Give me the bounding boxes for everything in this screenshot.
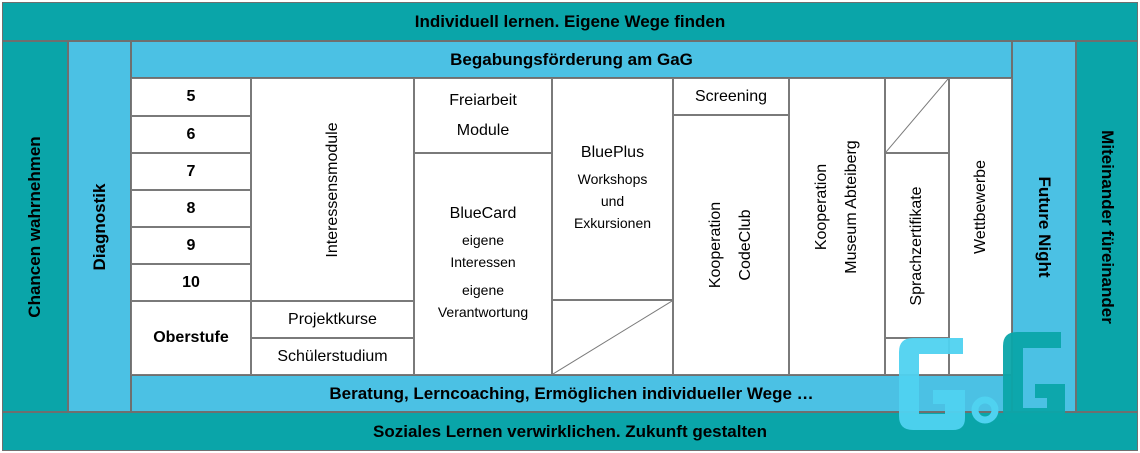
- bluecard-cell: BlueCard eigene Interessen eigene Verant…: [414, 153, 552, 375]
- left-outer-column: Chancen wahrnehmen: [2, 41, 68, 412]
- grade-cell: 6: [131, 116, 251, 153]
- projektkurse-cell: Projektkurse: [251, 301, 414, 338]
- wettbewerbe-cell: Wettbewerbe: [949, 78, 1012, 375]
- sprach-empty-cell: [885, 78, 949, 153]
- top-band: Begabungsförderung am GaG: [131, 41, 1012, 78]
- left-inner-column: Diagnostik: [68, 41, 131, 412]
- bottom-band-label: Beratung, Lerncoaching, Ermöglichen indi…: [329, 383, 814, 403]
- interessensmodule-label: Interessensmodule: [323, 121, 341, 258]
- grade-cell: 7: [131, 153, 251, 190]
- left-inner-label: Diagnostik: [89, 183, 109, 270]
- header-title: Individuell lernen. Eigene Wege finden: [414, 11, 726, 31]
- blueplus-title: BluePlus: [580, 144, 645, 161]
- left-outer-label: Chancen wahrnehmen: [25, 135, 44, 318]
- grade-cell: 8: [131, 190, 251, 227]
- bluecard-title: BlueCard: [449, 205, 517, 222]
- sprachzertifikate-cell: Sprachzertifikate: [885, 153, 949, 338]
- bottom-band: Beratung, Lerncoaching, Ermöglichen indi…: [131, 375, 1012, 412]
- codeclub-cell: Kooperation CodeClub: [673, 115, 789, 375]
- right-outer-label: Miteinander füreinander: [1098, 129, 1117, 324]
- museum-cell: Kooperation Museum Abteiberg: [789, 78, 885, 375]
- blueplus-cell: BluePlus Workshops und Exkursionen: [552, 78, 673, 300]
- right-outer-column: Miteinander füreinander: [1076, 41, 1138, 412]
- grade-cell: 9: [131, 227, 251, 264]
- gag-logo: [893, 330, 1068, 438]
- oberstufe-cell: Oberstufe: [131, 301, 251, 375]
- freiarbeit-cell: Freiarbeit Module: [414, 78, 552, 153]
- grade-cell: 5: [131, 78, 251, 116]
- top-band-label: Begabungsförderung am GaG: [450, 49, 693, 69]
- blueplus-empty-cell: [552, 300, 673, 375]
- diagonal-line: [553, 301, 672, 374]
- header-band: Individuell lernen. Eigene Wege finden: [2, 2, 1138, 41]
- right-inner-label: Future Night: [1035, 175, 1054, 278]
- grade-cell: 10: [131, 264, 251, 301]
- gag-logo-icon: [899, 332, 1065, 430]
- schuelerstudium-cell: Schülerstudium: [251, 338, 414, 375]
- footer-title: Soziales Lernen verwirklichen. Zukunft g…: [373, 421, 767, 441]
- interessensmodule-cell: Interessensmodule: [251, 78, 414, 301]
- screening-cell: Screening: [673, 78, 789, 115]
- diagonal-line: [886, 79, 948, 152]
